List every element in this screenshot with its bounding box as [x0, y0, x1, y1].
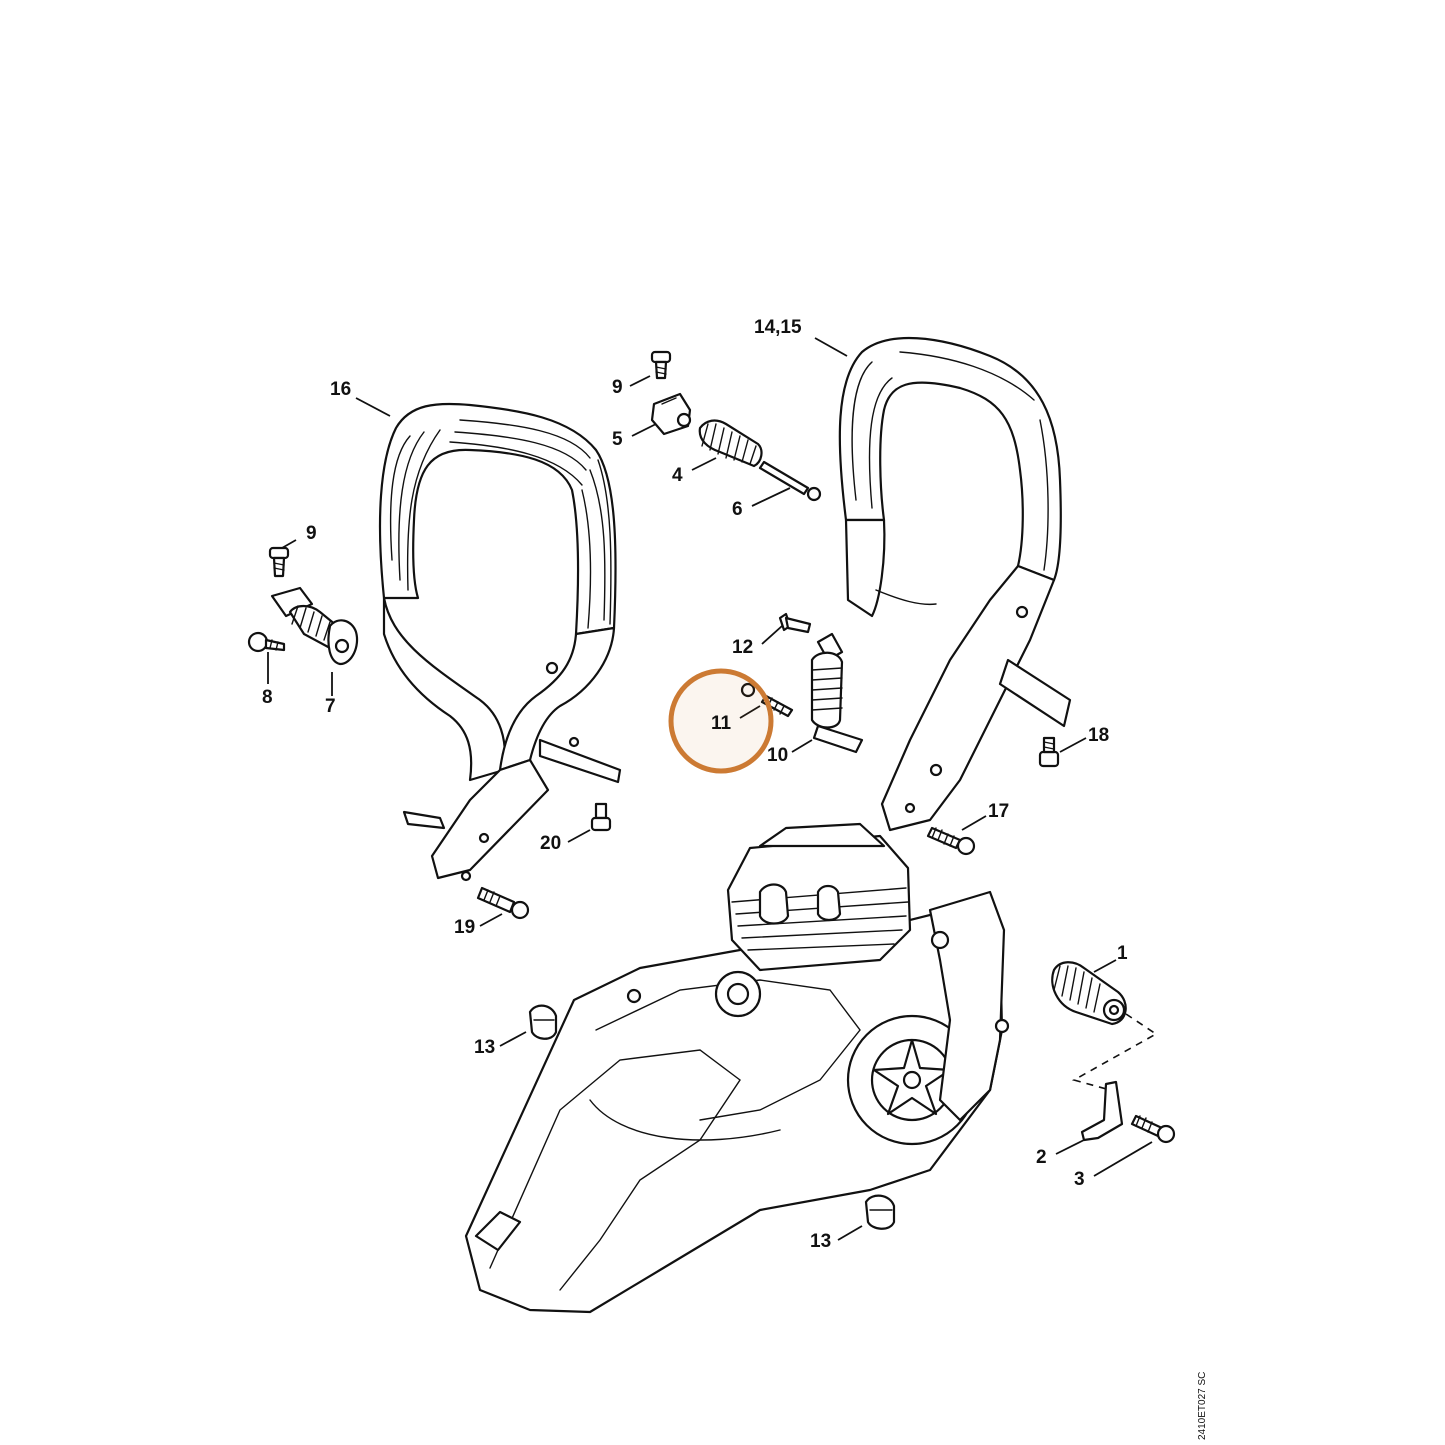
screw-9-top[interactable] [650, 350, 672, 380]
callout-17[interactable]: 17 [988, 801, 1010, 822]
plate-2[interactable] [1080, 1080, 1124, 1142]
callout-8[interactable]: 8 [262, 687, 273, 708]
callout-6[interactable]: 6 [732, 499, 743, 520]
handlebar-16[interactable] [378, 402, 622, 882]
screw-12[interactable] [778, 612, 812, 634]
plug-13-lower[interactable] [864, 1194, 896, 1230]
callout-9-left[interactable]: 9 [306, 523, 317, 544]
clamp-5[interactable] [650, 392, 692, 436]
screw-18[interactable] [1038, 736, 1060, 768]
callout-13-lower[interactable]: 13 [810, 1231, 832, 1252]
callout-19[interactable]: 19 [454, 917, 476, 938]
plug-13-upper[interactable] [528, 1004, 558, 1040]
handle-14-15[interactable] [838, 336, 1072, 832]
screw-9-left[interactable] [268, 546, 290, 578]
buffer-10[interactable] [810, 632, 864, 754]
callout-5[interactable]: 5 [612, 429, 623, 450]
callout-18[interactable]: 18 [1088, 725, 1110, 746]
drawing-code: 2410ET027 SC [1193, 1342, 1217, 1445]
screw-20[interactable] [590, 802, 612, 832]
leader-lines [267, 337, 1153, 1241]
callout-14-15[interactable]: 14,15 [754, 317, 802, 338]
callout-3[interactable]: 3 [1074, 1169, 1085, 1190]
callout-9-top[interactable]: 9 [612, 377, 623, 398]
drawing-code-text: 2410ET027 SC [1197, 1371, 1208, 1440]
spring-4[interactable] [698, 419, 763, 468]
callout-11[interactable]: 11 [711, 713, 732, 734]
screw-19[interactable] [476, 886, 530, 920]
callout-13-upper[interactable]: 13 [474, 1037, 496, 1058]
highlight-ring-11 [668, 668, 774, 774]
callout-10[interactable]: 10 [767, 745, 789, 766]
highlight-fill-11 [673, 673, 769, 769]
av-spring-1[interactable] [1051, 961, 1127, 1026]
callout-2[interactable]: 2 [1036, 1147, 1047, 1168]
callout-12[interactable]: 12 [732, 637, 754, 658]
clamp-7[interactable] [270, 586, 359, 666]
callout-20[interactable]: 20 [540, 833, 562, 854]
callout-1[interactable]: 1 [1117, 943, 1128, 964]
callout-4[interactable]: 4 [672, 465, 683, 486]
screw-8[interactable] [247, 631, 286, 653]
chainsaw-housing [464, 822, 1010, 1314]
callout-16[interactable]: 16 [330, 379, 352, 400]
screw-3[interactable] [1130, 1114, 1176, 1144]
pin-6[interactable] [758, 460, 822, 502]
callout-7[interactable]: 7 [325, 696, 336, 717]
screw-17[interactable] [926, 826, 976, 856]
